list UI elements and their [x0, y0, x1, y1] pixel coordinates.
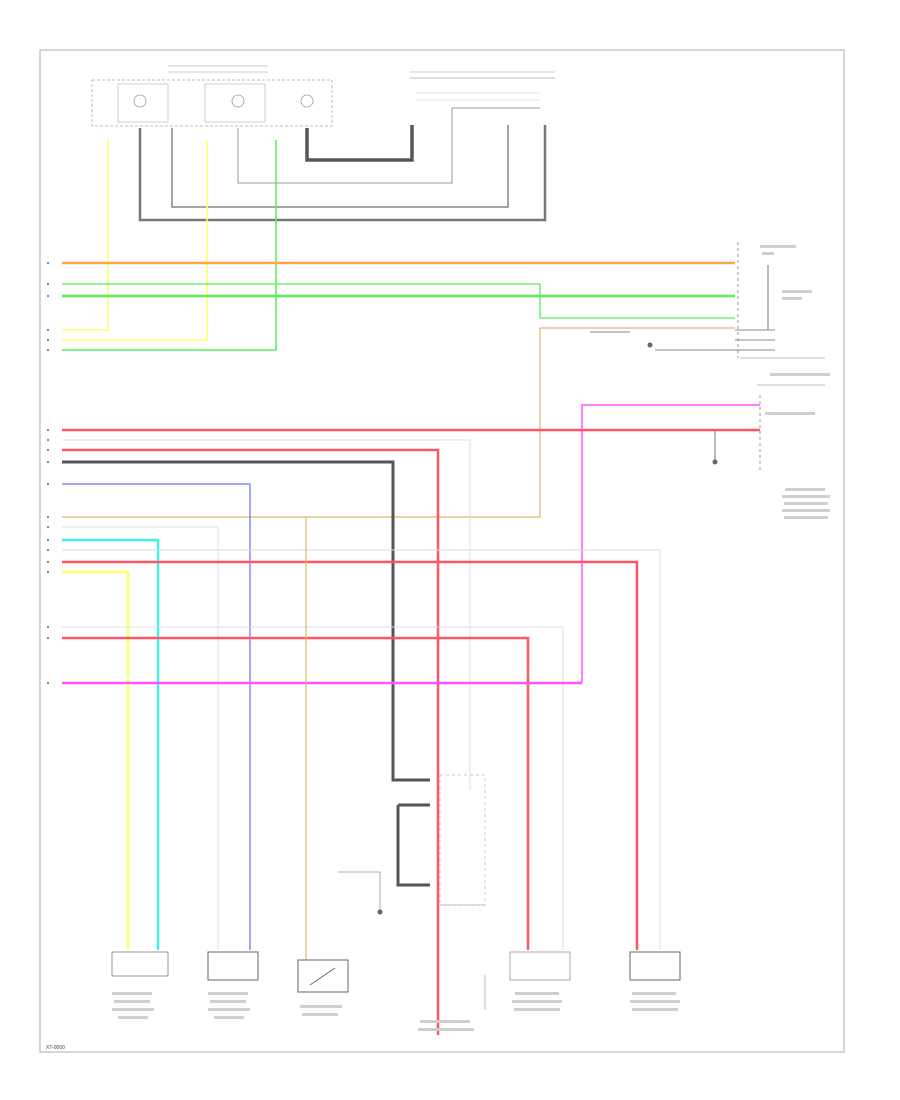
sensor-icon	[300, 94, 314, 108]
bottom-components	[111, 951, 681, 993]
right-mid-connector	[712, 395, 761, 470]
top-bus	[62, 261, 735, 518]
top-harness	[138, 107, 547, 222]
ground-icon	[377, 909, 383, 915]
top-drops	[62, 140, 277, 351]
top-left-component	[91, 65, 333, 127]
diagram-frame	[39, 49, 845, 1053]
right-connector	[590, 242, 825, 386]
component-box	[509, 951, 571, 981]
sensor-icon	[133, 94, 147, 108]
component-box	[629, 951, 681, 981]
top-right-component	[410, 71, 555, 101]
right-labels	[760, 245, 830, 519]
component-box	[297, 959, 349, 993]
middle-bus	[62, 404, 760, 1035]
sensor-icon	[231, 94, 245, 108]
center-ground	[338, 871, 383, 915]
component-box	[111, 951, 169, 977]
ground-icon	[712, 459, 718, 465]
ground-icon	[647, 342, 653, 348]
lower-center-switch	[396, 774, 486, 1010]
footer-code: XT-0000	[46, 1045, 65, 1051]
bottom-labels	[112, 992, 680, 1031]
component-box	[207, 951, 259, 981]
left-pin-markers	[47, 262, 49, 684]
